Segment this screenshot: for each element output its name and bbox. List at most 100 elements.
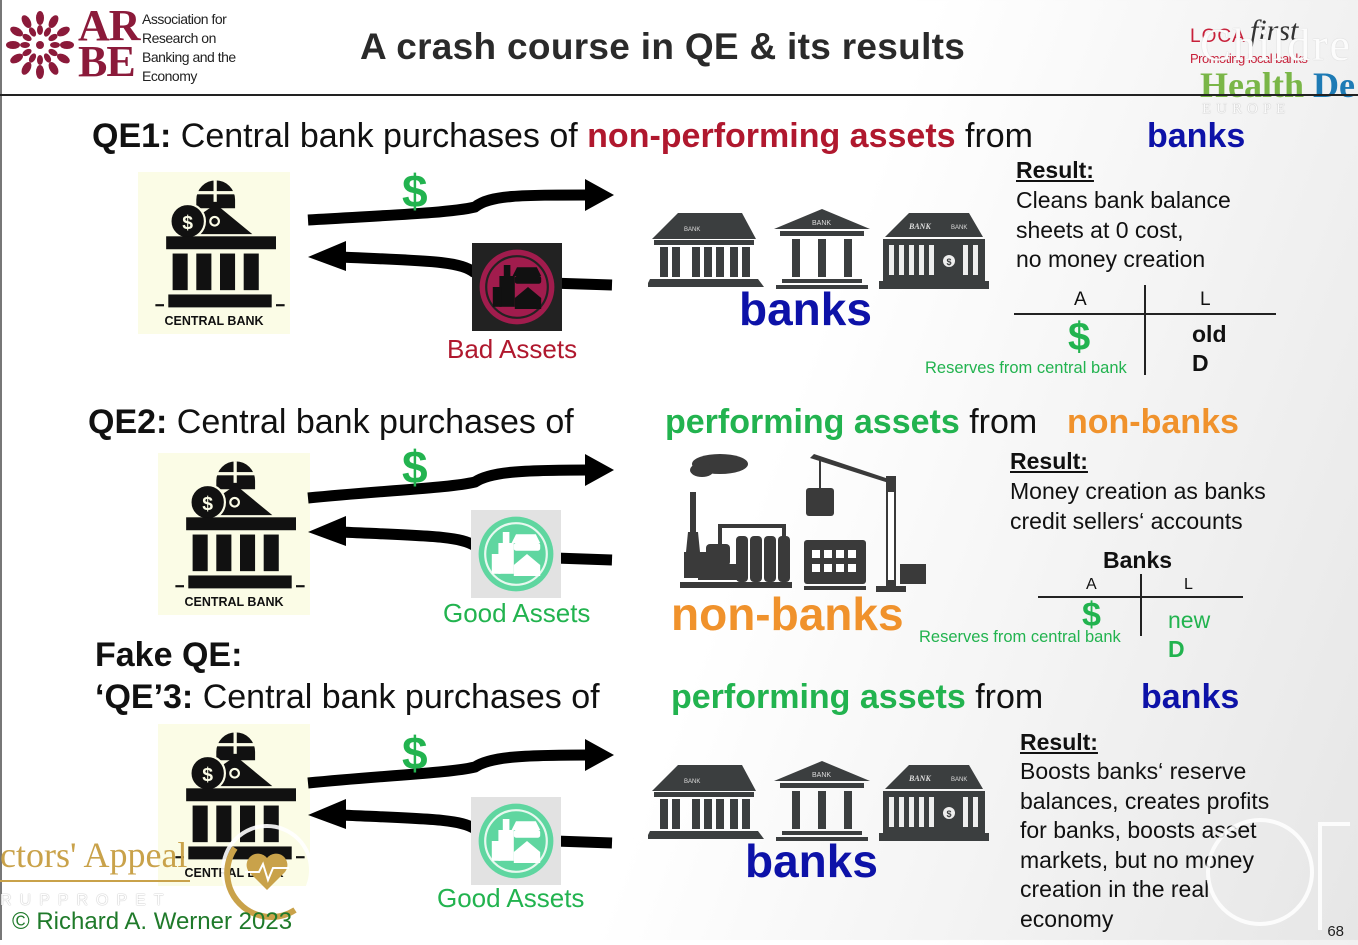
arbe-letters-top: AR: [78, 1, 141, 50]
qe2-asset-label: Good Assets: [443, 598, 591, 628]
asset-flow-line: [554, 835, 613, 849]
qe1-asset-label: Bad Assets: [447, 334, 578, 364]
result-line: markets, but no money: [1020, 846, 1254, 873]
money-arrowhead: [585, 454, 614, 486]
t-account-vertical-line: [1144, 285, 1146, 375]
qe3-counterparty-label: banks: [745, 835, 878, 887]
arbe-desc-line: Economy: [142, 68, 197, 84]
money-arrowhead: [585, 739, 614, 771]
qe1-flow-arrows: [307, 179, 614, 291]
good-assets-icon: [471, 510, 561, 598]
qe3-dollar-sign: $: [402, 727, 428, 779]
watermark-underline: [0, 880, 190, 882]
t-account-asset-dollar: $: [1068, 315, 1091, 359]
liability-line: D: [1168, 636, 1185, 662]
t-account-liabilities-header: L: [1200, 289, 1211, 310]
watermark-rupp: RUPPROPET: [0, 892, 172, 909]
result-line: credit sellers‘ accounts: [1010, 507, 1243, 534]
qe3-text: Central bank purchases of: [193, 678, 600, 716]
arbe-description: Association for Research on Banking and …: [142, 10, 236, 86]
result-line: balances, creates profits: [1020, 787, 1270, 814]
result-line: sheets at 0 cost,: [1016, 216, 1184, 243]
bank-building-icon: [774, 209, 871, 289]
arbe-desc-line: Association for: [142, 11, 227, 27]
good-assets-icon: [471, 797, 561, 885]
copyright-notice: © Richard A. Werner 2023: [12, 908, 293, 935]
arbe-letters-bottom: BE: [78, 37, 136, 86]
asset-flow-arrow: [339, 251, 479, 278]
bank-building-icon: [774, 761, 871, 841]
result-line: creation in the real: [1020, 876, 1210, 902]
qe3-headline: ‘QE’3: Central bank purchases of: [95, 678, 600, 717]
qe2-t-account-title: Banks: [1103, 547, 1173, 573]
t-account-liabilities: old D: [1192, 320, 1227, 378]
arbe-tree-logo-icon: [6, 10, 74, 80]
arbe-desc-line: Banking and the: [142, 49, 236, 65]
qe3-headline-right: performing assets from: [671, 678, 1043, 717]
liability-line: D: [1192, 350, 1209, 376]
watermark-promoting-local-banks: Promoting local banks: [1190, 51, 1308, 66]
t-account-assets-header: A: [1086, 576, 1097, 593]
slide-title: A crash course in QE & its results: [360, 26, 966, 67]
money-flow-arrow: [307, 464, 591, 504]
qe1-headline: QE1: Central bank purchases of non-perfo…: [92, 117, 1033, 156]
result-line: Cleans bank balance: [1016, 187, 1231, 213]
money-arrowhead: [585, 179, 614, 211]
arbe-desc-line: Research on: [142, 30, 216, 46]
qe2-counterparty-label: non-banks: [671, 588, 904, 640]
ora-watermark-icon: [1200, 810, 1358, 940]
money-flow-arrow: [307, 189, 591, 226]
watermark-health-defense: Health De: [1200, 64, 1355, 106]
fake-qe-heading: Fake QE:: [95, 636, 243, 674]
asset-flow-arrow: [339, 526, 479, 551]
qe1-reserves-note: Reserves from central bank: [925, 359, 1127, 377]
qe3-flow-arrows: [307, 739, 614, 849]
asset-flow-arrow: [339, 809, 479, 834]
central-bank-label: CENTRAL BANK: [184, 595, 284, 609]
t-account-vertical-line: [1140, 574, 1142, 636]
qe2-dollar-sign: $: [402, 441, 428, 493]
result-line: no money creation: [1016, 246, 1206, 272]
qe2-from: from: [959, 403, 1038, 441]
qe3-asset-type: performing assets: [671, 678, 966, 716]
liability-line: new: [1168, 607, 1211, 633]
qe2-t-account: A L $ new D: [1038, 574, 1243, 666]
qe3-result-heading: Result:: [1020, 729, 1098, 755]
qe1-text: Central bank purchases of: [171, 117, 588, 155]
t-account-liabilities: new D: [1168, 606, 1210, 664]
result-line: Money creation as banks: [1010, 478, 1266, 504]
watermark-children: Childre: [1200, 19, 1352, 70]
qe1-label: QE1:: [92, 117, 172, 155]
qe3-asset-label: Good Assets: [437, 883, 585, 913]
liability-line: old: [1192, 321, 1227, 347]
arbe-logo-letters: AR BE: [78, 1, 141, 86]
central-bank-icon: [174, 460, 306, 590]
watermark-first: first: [1250, 14, 1299, 47]
watermark-doctors-appeal: ctors' Appeal: [0, 835, 188, 875]
qe2-result-text: Money creation as banks credit sellers‘ …: [1010, 477, 1266, 536]
watermark-local-first: LOCA: [1190, 26, 1246, 47]
qe2-asset-type: performing assets: [665, 403, 960, 441]
qe3-label: ‘QE’3:: [95, 678, 194, 716]
qe2-target: non-banks: [1067, 403, 1239, 441]
bank-building-icon: [878, 765, 989, 841]
qe1-result-heading: Result:: [1016, 157, 1094, 183]
qe2-headline: QE2: Central bank purchases of: [88, 403, 574, 442]
money-flow-arrow: [307, 749, 591, 789]
t-account-assets-header: A: [1074, 289, 1087, 310]
result-line: Boosts banks‘ reserve: [1020, 758, 1247, 784]
t-account-asset-dollar: $: [1082, 596, 1101, 634]
t-account-liabilities-header: L: [1184, 576, 1193, 593]
qe3-result-text: Boosts banks‘ reserve balances, creates …: [1020, 757, 1269, 934]
qe1-t-account: A L $ old D: [1014, 285, 1276, 380]
qe2-label: QE2:: [88, 403, 168, 441]
qe2-flow-arrows: [307, 454, 614, 566]
qe1-central-bank: CENTRAL BANK: [138, 172, 290, 334]
non-banks-industry-icon: [680, 452, 930, 597]
asset-arrowhead: [308, 241, 346, 271]
bank-building-icon: [646, 213, 764, 287]
qe1-target: banks: [1147, 117, 1246, 155]
qe3-from: from: [965, 678, 1044, 716]
bank-building-icon: [878, 213, 989, 289]
qe3-target: banks: [1141, 678, 1240, 716]
